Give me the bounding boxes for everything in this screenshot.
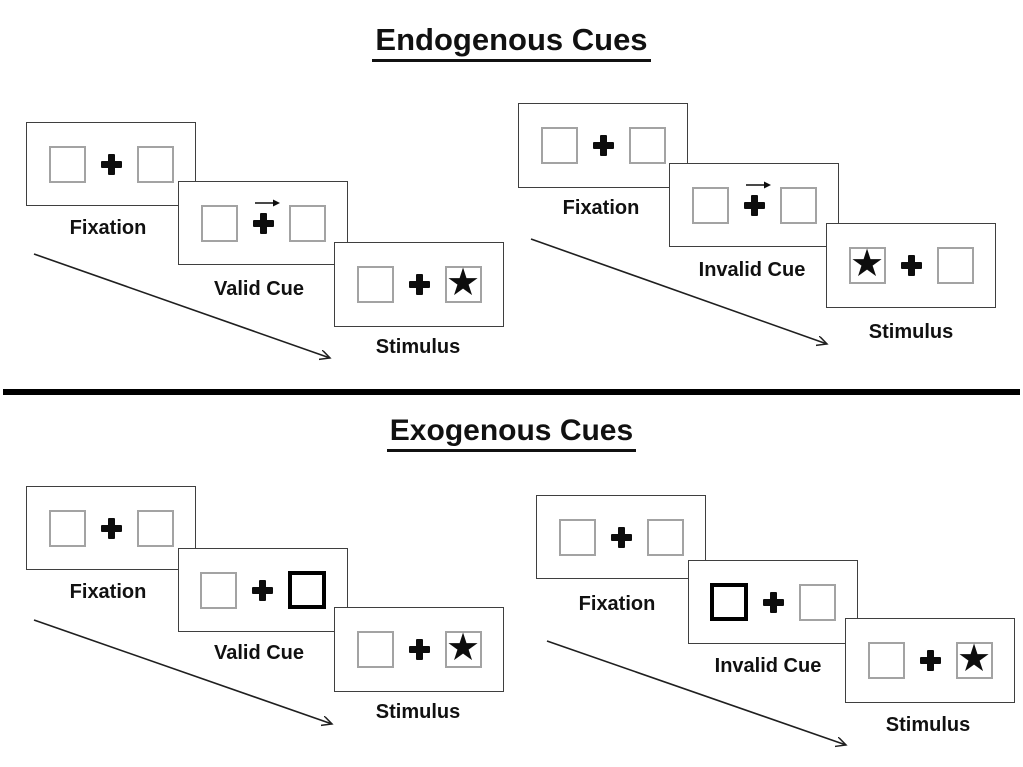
placeholder-square: [691, 186, 729, 224]
fixation-cross-wrap: [252, 199, 280, 234]
fixation-cross-wrap: [743, 181, 771, 216]
fixation-cross-wrap: [592, 135, 614, 156]
placeholder-square: [48, 145, 86, 183]
star-square: ★: [444, 626, 482, 669]
timeline-arrow: [33, 253, 330, 358]
placeholder-square: [867, 642, 905, 679]
card-label: Stimulus: [885, 714, 971, 736]
placeholder-square: [356, 631, 394, 668]
fixation-cross-icon: [763, 591, 784, 613]
star-icon: ★: [956, 637, 992, 680]
star-icon: ★: [849, 242, 885, 285]
placeholder-square: [288, 204, 326, 242]
fixation-cross-icon: [252, 579, 273, 601]
placeholder-square: [356, 266, 394, 303]
placeholder-square: [779, 186, 817, 224]
stimulus-card: ★: [826, 223, 996, 308]
fixation-cross-icon: [900, 255, 922, 276]
stimulus-card: ★: [334, 607, 504, 692]
stimulus-card: ★: [334, 242, 504, 327]
fixation-card: [26, 122, 196, 206]
stimulus-card: ★: [845, 618, 1015, 703]
fixation-cross-icon: [919, 650, 941, 671]
timeline-arrow: [546, 640, 846, 745]
star-square: ★: [955, 637, 993, 680]
star-icon: ★: [445, 626, 481, 669]
placeholder-square: [48, 509, 86, 547]
section-title-exogenous: Exogenous Cues: [0, 414, 1023, 452]
placeholder-square: [200, 571, 237, 609]
section-title-endogenous: Endogenous Cues: [0, 22, 1023, 62]
star-square: ★: [848, 242, 886, 285]
card-label: Invalid Cue: [698, 259, 806, 281]
fixation-card: [26, 486, 196, 570]
timeline-arrow: [530, 238, 827, 344]
star-square: ★: [444, 261, 482, 304]
card-label: Stimulus: [375, 701, 461, 723]
star-icon: ★: [445, 261, 481, 304]
card-label: Fixation: [69, 581, 147, 603]
fixation-cross-wrap: [610, 526, 632, 548]
fixation-cross-icon: [408, 639, 430, 660]
fixation-cross-wrap: [900, 255, 922, 276]
fixation-cross-icon: [100, 517, 122, 539]
section-title-text: Endogenous Cues: [372, 22, 651, 62]
placeholder-square: [136, 145, 174, 183]
placeholder-square: [558, 518, 596, 556]
fixation-cross-icon: [100, 153, 122, 175]
fixation-cross-wrap: [408, 274, 430, 295]
card-label: Invalid Cue: [714, 655, 822, 677]
timeline-arrow: [33, 619, 332, 724]
cue-card: [178, 548, 348, 632]
placeholder-square: [200, 204, 238, 242]
placeholder-square: [136, 509, 174, 547]
fixation-card: [536, 495, 706, 579]
cue-card: [669, 163, 839, 247]
fixation-cross-wrap: [100, 517, 122, 539]
cue-arrow-icon: [745, 181, 771, 188]
fixation-cross-wrap: [919, 650, 941, 671]
fixation-card: [518, 103, 688, 188]
fixation-cross-icon: [408, 274, 430, 295]
card-label: Valid Cue: [213, 278, 305, 300]
cue-square: [288, 571, 326, 609]
section-divider: [3, 389, 1020, 395]
card-label: Fixation: [578, 593, 656, 615]
cue-card: [178, 181, 348, 265]
fixation-cross-wrap: [408, 639, 430, 660]
fixation-cross-icon: [610, 526, 632, 548]
card-label: Stimulus: [375, 336, 461, 358]
placeholder-square: [628, 127, 666, 164]
cue-arrow-icon: [254, 199, 280, 206]
fixation-cross-icon: [252, 212, 274, 234]
placeholder-square: [646, 518, 684, 556]
fixation-cross-wrap: [763, 591, 784, 613]
fixation-cross-wrap: [100, 153, 122, 175]
fixation-cross-wrap: [252, 579, 273, 601]
section-title-text: Exogenous Cues: [386, 414, 637, 452]
placeholder-square: [799, 583, 836, 621]
card-label: Fixation: [69, 217, 147, 239]
placeholder-square: [936, 247, 974, 284]
card-label: Valid Cue: [213, 642, 305, 664]
card-label: Fixation: [562, 197, 640, 219]
fixation-cross-icon: [592, 135, 614, 156]
placeholder-square: [540, 127, 578, 164]
fixation-cross-icon: [743, 194, 765, 216]
cue-card: [688, 560, 858, 644]
cue-square: [710, 583, 748, 621]
card-label: Stimulus: [868, 321, 954, 343]
